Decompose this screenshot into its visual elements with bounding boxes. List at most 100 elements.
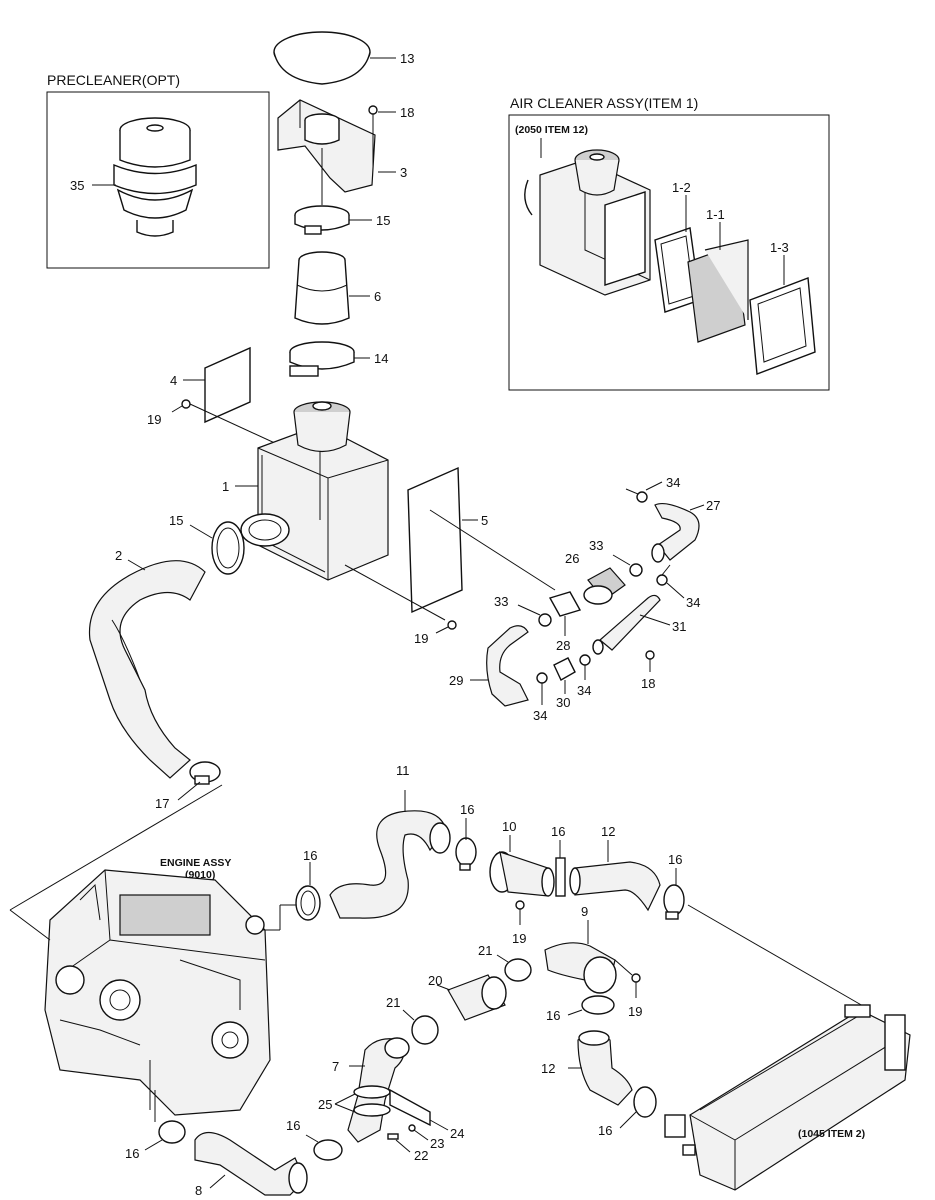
callout-14: 14 — [374, 351, 388, 366]
callout-13: 13 — [400, 51, 414, 66]
clamp-16-8 — [313, 1139, 343, 1161]
callout-16d: 16 — [668, 852, 682, 867]
callout-1-1: 1-1 — [706, 207, 725, 222]
hose-11 — [329, 810, 451, 919]
callout-3: 3 — [400, 165, 407, 180]
callout-33a: 33 — [589, 538, 603, 553]
clamp-16-11 — [455, 837, 477, 871]
callout-1-3: 1-3 — [770, 240, 789, 255]
clamp-16-engine-lower — [158, 1120, 186, 1144]
tube-30 — [553, 657, 576, 681]
callout-16g: 16 — [125, 1146, 139, 1161]
clamp-15-top — [294, 205, 350, 235]
bracket-5 — [407, 466, 463, 614]
clamp-17 — [189, 761, 221, 785]
callout-16f: 16 — [286, 1118, 300, 1133]
air-cleaner-main — [240, 401, 389, 581]
pipe-20 — [447, 974, 507, 1021]
callout-16b: 16 — [460, 802, 474, 817]
callout-31: 31 — [672, 619, 686, 634]
callout-28: 28 — [556, 638, 570, 653]
breather-hose-27 — [651, 502, 700, 563]
callout-20: 20 — [428, 973, 442, 988]
callout-11: 11 — [396, 763, 410, 778]
clamp-15-mid — [211, 521, 245, 575]
callout-21b: 21 — [386, 995, 400, 1010]
callout-9: 9 — [581, 904, 588, 919]
bracket-4 — [204, 346, 251, 424]
breather-26 — [583, 567, 626, 605]
callout-2: 2 — [115, 548, 122, 563]
callout-15a: 15 — [376, 213, 390, 228]
precleaner-box: PRECLEANER(OPT) 35 — [46, 72, 270, 269]
callout-5: 5 — [481, 513, 488, 528]
support-bracket — [277, 99, 376, 193]
clamps-25 — [353, 1085, 431, 1127]
callout-23: 23 — [430, 1136, 444, 1151]
callout-21a: 21 — [478, 943, 492, 958]
elbow-9 — [544, 942, 633, 994]
callout-16c: 16 — [551, 824, 565, 839]
callout-29: 29 — [449, 673, 463, 688]
pipe-12-lower — [577, 1030, 633, 1106]
air-cleaner-assy-box: AIR CLEANER ASSY(ITEM 1) (2050 ITEM 12) … — [508, 95, 830, 391]
intercooler-ref: (1045 ITEM 2) — [798, 1128, 865, 1140]
callout-17: 17 — [155, 796, 169, 811]
air-cleaner-housing — [524, 149, 651, 296]
callout-8: 8 — [195, 1183, 202, 1198]
clamp-21-upper — [504, 958, 532, 982]
callout-16a: 16 — [303, 848, 317, 863]
callout-12: 12 — [601, 824, 615, 839]
callout-34d: 34 — [577, 683, 591, 698]
callout-15b: 15 — [169, 513, 183, 528]
precleaner-title: PRECLEANER(OPT) — [47, 72, 180, 88]
hose-31 — [592, 594, 661, 655]
reducer-hose — [294, 251, 350, 325]
callout-22: 22 — [414, 1148, 428, 1163]
hose-8 — [194, 1131, 308, 1196]
callout-1: 1 — [222, 479, 229, 494]
callout-16e: 16 — [546, 1008, 560, 1023]
callout-33b: 33 — [494, 594, 508, 609]
precleaner-part — [113, 117, 197, 237]
callout-19a: 19 — [147, 412, 161, 427]
bracket-28 — [548, 591, 582, 617]
callout-6: 6 — [374, 289, 381, 304]
intake-hose-2 — [88, 560, 206, 779]
callout-25: 25 — [318, 1097, 332, 1112]
elbow-10 — [489, 851, 555, 897]
callout-19c: 19 — [512, 931, 526, 946]
hose-29 — [486, 625, 529, 707]
callout-12b: 12 — [541, 1061, 555, 1076]
rain-cap — [273, 31, 371, 85]
callout-19d: 19 — [628, 1004, 642, 1019]
engine-assy — [44, 869, 271, 1116]
air-cleaner-filter — [687, 239, 749, 343]
callout-7: 7 — [332, 1059, 339, 1074]
clamp-21-lower — [411, 1015, 439, 1045]
intercooler — [664, 1004, 911, 1191]
pipe-12-upper — [569, 861, 661, 912]
callout-10: 10 — [502, 819, 516, 834]
callout-27: 27 — [706, 498, 720, 513]
callout-4: 4 — [170, 373, 177, 388]
callout-34c: 34 — [533, 708, 547, 723]
clamp-16-lower-right — [633, 1086, 657, 1118]
callout-34a: 34 — [666, 475, 680, 490]
engine-title: ENGINE ASSY — [160, 857, 231, 869]
clamp-16-engine — [295, 885, 321, 921]
air-cleaner-title: AIR CLEANER ASSY(ITEM 1) — [510, 95, 698, 111]
air-cleaner-cover — [749, 277, 816, 375]
callout-34b: 34 — [686, 595, 700, 610]
callout-18b: 18 — [641, 676, 655, 691]
callout-16h: 16 — [598, 1123, 612, 1138]
air-cleaner-ref: (2050 ITEM 12) — [515, 124, 588, 136]
callout-26: 26 — [565, 551, 579, 566]
callout-1-2: 1-2 — [672, 180, 691, 195]
callout-30: 30 — [556, 695, 570, 710]
callout-18a: 18 — [400, 105, 414, 120]
callout-35: 35 — [70, 178, 84, 193]
clamp-16-9 — [581, 995, 615, 1015]
clamp-16-12 — [663, 884, 685, 920]
